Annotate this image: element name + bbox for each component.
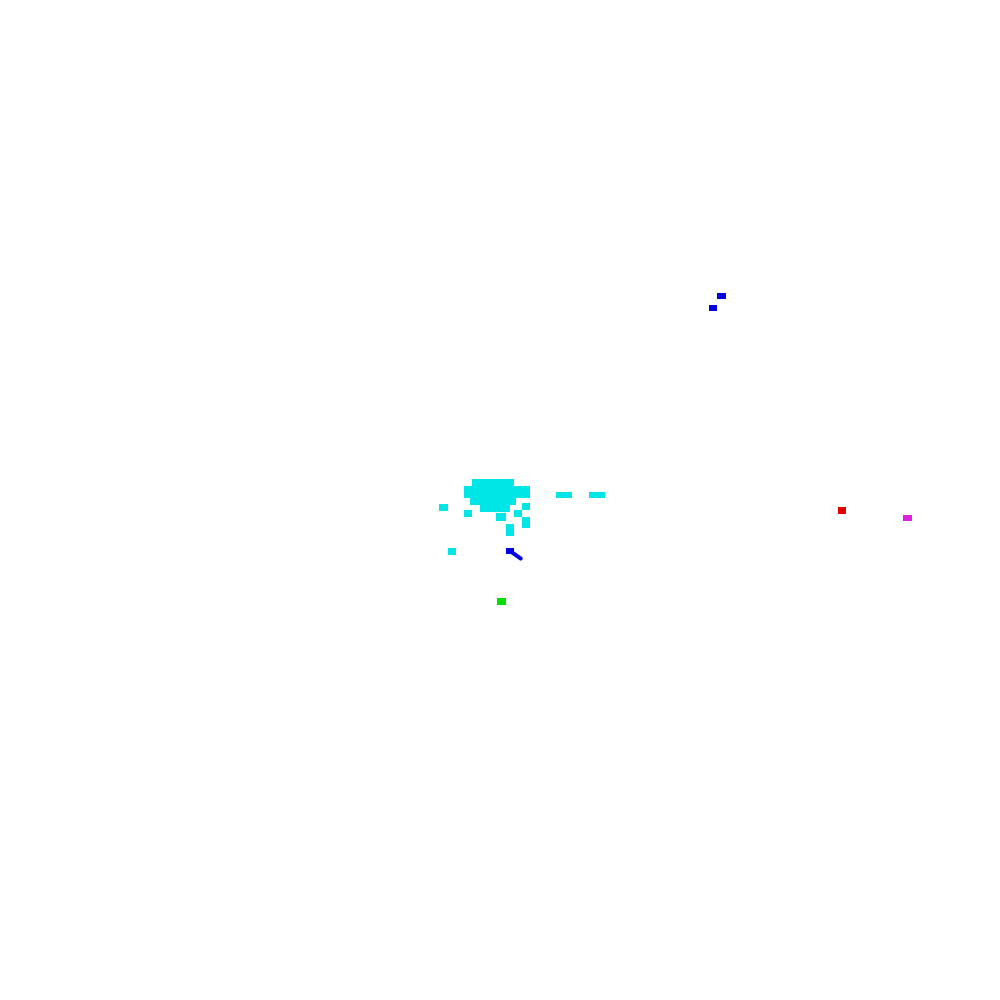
blue-square	[717, 293, 726, 299]
blue-square	[709, 305, 717, 311]
cyan-fragment	[439, 504, 448, 511]
cyan-fragment	[522, 503, 530, 510]
cyan-fragment	[448, 548, 456, 555]
cyan-dash	[589, 492, 605, 498]
cyan-fragment	[464, 510, 472, 517]
blue-curve-stroke	[508, 549, 524, 562]
cyan-dash	[556, 492, 572, 498]
cyan-fragment	[506, 524, 514, 536]
cyan-fragment	[514, 510, 522, 517]
cyan-fragment	[522, 517, 530, 528]
cyan-blob-core-top	[472, 479, 514, 487]
cyan-blob-core-bottom	[480, 504, 510, 512]
magenta-point	[903, 515, 912, 521]
cyan-blob-core-lower	[470, 497, 516, 505]
green-point	[497, 598, 506, 605]
cyan-fragment	[496, 513, 506, 521]
red-point	[838, 507, 846, 514]
cyan-blob-core-middle	[464, 486, 530, 498]
